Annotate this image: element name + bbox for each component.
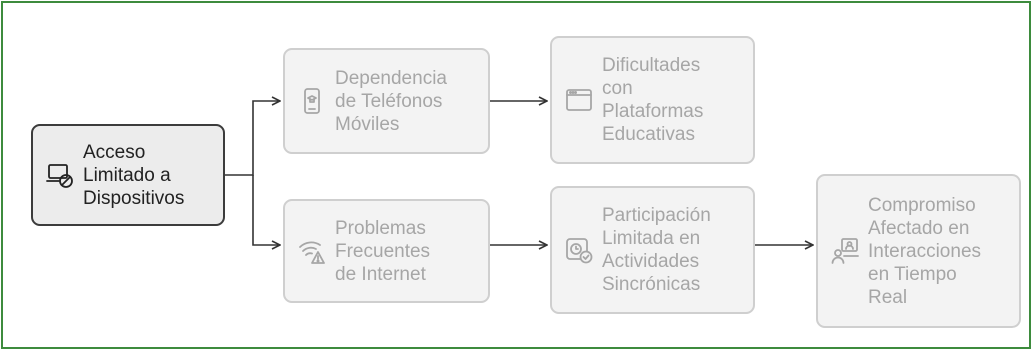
wifi-warning-icon [297, 236, 327, 266]
node-dificultades-plataformas: Dificultades con Plataformas Educativas [550, 36, 755, 164]
node-compromiso-afectado: Compromiso Afectado en Interacciones en … [816, 174, 1021, 328]
edge-acceso-dependencia [225, 101, 280, 176]
edge-acceso-problemas [252, 175, 280, 245]
node-label: Acceso Limitado a Dispositivos [83, 141, 185, 209]
diagram-frame [1, 1, 1031, 349]
video-meeting-icon [830, 236, 860, 266]
clock-check-icon [564, 235, 594, 265]
node-label: Compromiso Afectado en Interacciones en … [868, 194, 982, 308]
node-participacion-limitada: Participación Limitada en Actividades Si… [550, 186, 755, 314]
mobile-phone-icon [297, 86, 327, 116]
node-label: Participación Limitada en Actividades Si… [602, 205, 711, 295]
node-dependencia-telefonos: Dependencia de Teléfonos Móviles [283, 48, 490, 154]
laptop-blocked-icon [45, 160, 75, 190]
node-label: Dificultades con Plataformas Educativas [602, 55, 704, 145]
node-problemas-internet: Problemas Frecuentes de Internet [283, 199, 490, 303]
node-label: Dependencia de Teléfonos Móviles [335, 67, 447, 135]
browser-window-icon [564, 85, 594, 115]
node-label: Problemas Frecuentes de Internet [335, 217, 431, 285]
node-acceso-limitado: Acceso Limitado a Dispositivos [31, 124, 225, 226]
